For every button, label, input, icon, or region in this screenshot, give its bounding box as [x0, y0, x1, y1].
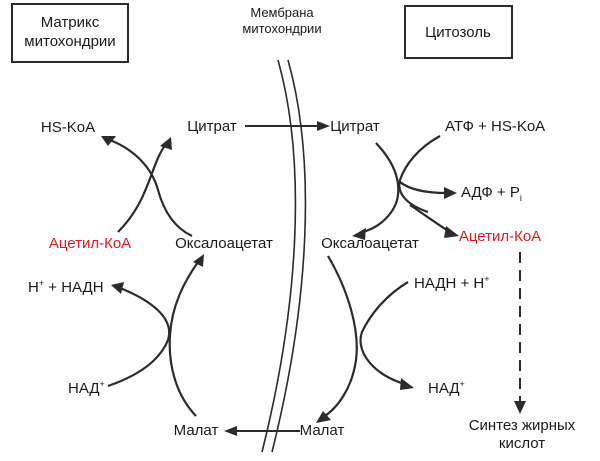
- membrane-line-inner: [271, 59, 307, 453]
- cytosol-box: Цитозоль: [404, 5, 513, 59]
- matrix-hs-koa: HS-KoA: [41, 119, 95, 136]
- matrix-curve-malate-to-oxalo: [168, 261, 199, 417]
- cytosol-curve-nadh-to-nad: [359, 281, 409, 386]
- matrix-arrowhead-nadh: [111, 282, 124, 294]
- matrix-box: Матрикс митохондрии: [11, 3, 129, 63]
- matrix-nad: НАД+: [68, 379, 105, 397]
- matrix-citrate: Цитрат: [187, 118, 237, 135]
- matrix-box-frame: [11, 3, 129, 63]
- matrix-acetyl-koa: Ацетил-КоА: [49, 235, 131, 252]
- matrix-arrowhead-hs-koa: [101, 136, 116, 146]
- cytosol-curve-citrate-to-oxalo: [361, 142, 400, 234]
- cytosol-atp-hs-koa: АТФ + HS-KoA: [445, 118, 545, 135]
- cytosol-malate: Малат: [300, 422, 345, 439]
- cytosol-arrowhead-oxalo: [352, 228, 366, 240]
- matrix-oxaloacetate: Оксалоацетат: [175, 235, 273, 252]
- cytosol-arrowhead-nad: [400, 378, 414, 390]
- cytosol-title: Цитозоль: [425, 24, 491, 41]
- cytosol-nadh-h: НАДН + Н+: [414, 274, 490, 292]
- membrane-line-outer: [261, 59, 297, 453]
- matrix-malate: Малат: [174, 422, 219, 439]
- cytosol-arrowhead-acetyl: [444, 226, 459, 238]
- matrix-arrowhead-oxalo: [193, 254, 204, 267]
- cytosol-curve-adp: [399, 181, 447, 195]
- matrix-h-nadh: Н+ + НАДН: [28, 278, 104, 296]
- matrix-title-line2: митохондрии: [24, 33, 115, 50]
- synthesis-label-line2: кислот: [499, 435, 545, 452]
- citrate-transport-arrowhead: [317, 121, 330, 131]
- membrane-label-line2: митохондрии: [242, 21, 321, 36]
- membrane-label-line1: Мембрана: [250, 5, 314, 20]
- matrix-curve-citrate-side: [117, 143, 167, 233]
- cytosol-curve-atp: [398, 135, 441, 214]
- cytosol-curve-oxalo-to-malate: [321, 255, 358, 419]
- matrix-arrowhead-citrate: [160, 137, 172, 150]
- cytosol-acetyl-koa: Ацетил-КоА: [459, 228, 541, 245]
- matrix-curve-acetyl-to-citrate: [109, 138, 193, 237]
- cytosol-arrowhead-malate: [316, 411, 331, 423]
- cytosol-nad: НАД+: [428, 379, 465, 397]
- matrix-title-line1: Матрикс: [41, 14, 100, 31]
- cytosol-adp-p: АДФ + Pi: [461, 184, 522, 203]
- synthesis-label-line1: Синтез жирных: [469, 417, 576, 434]
- cytosol-citrate: Цитрат: [330, 118, 380, 135]
- cytosol-box-frame: [404, 5, 513, 59]
- cytosol-oxaloacetate: Оксалоацетат: [321, 235, 419, 252]
- cytosol-arrowhead-adp: [444, 187, 457, 199]
- synthesis-arrowhead: [514, 401, 526, 414]
- matrix-curve-nad-to-nadh: [107, 286, 171, 388]
- cytosol-curve-acetyl: [409, 204, 451, 233]
- malate-transport-arrowhead: [224, 426, 237, 436]
